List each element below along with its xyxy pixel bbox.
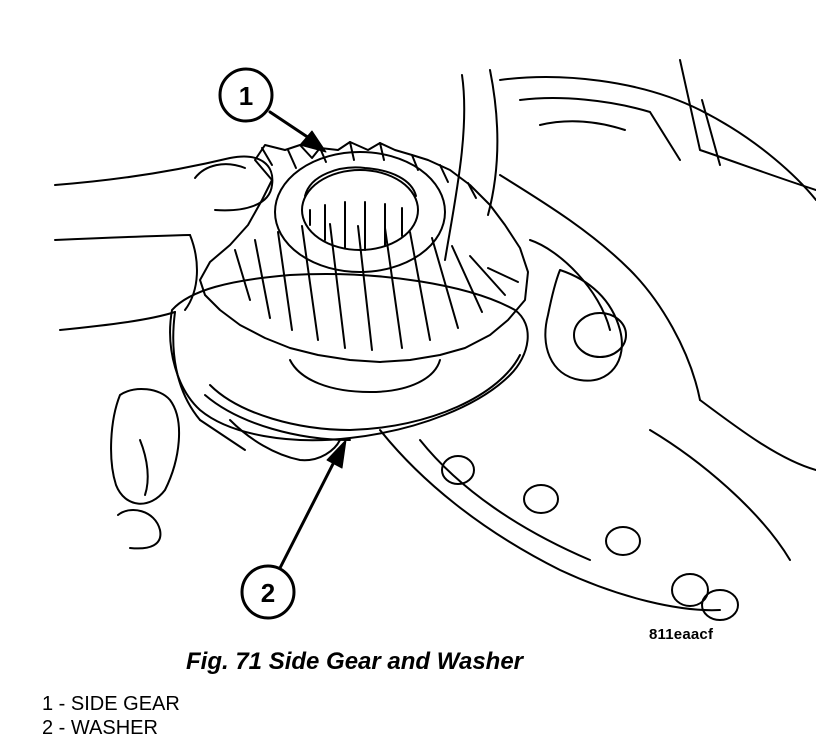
hand (54, 155, 341, 550)
legend-item-side-gear: 1 - SIDE GEAR (42, 693, 180, 715)
legend: 1 - SIDE GEAR 2 - WASHER (42, 692, 180, 740)
differential-case (379, 59, 816, 621)
side-gear-illustration: 1 2 (54, 59, 816, 621)
callout-1: 1 (218, 67, 327, 153)
side-gear (199, 141, 529, 363)
figure-caption: Fig. 71 Side Gear and Washer (186, 648, 524, 675)
callout-2: 2 (240, 439, 347, 620)
figure-id-code: 811eaacf (649, 626, 714, 643)
washer (169, 273, 529, 442)
callout-1-number: 1 (239, 81, 253, 111)
legend-item-washer: 2 - WASHER (42, 717, 158, 739)
callout-2-number: 2 (261, 578, 275, 608)
